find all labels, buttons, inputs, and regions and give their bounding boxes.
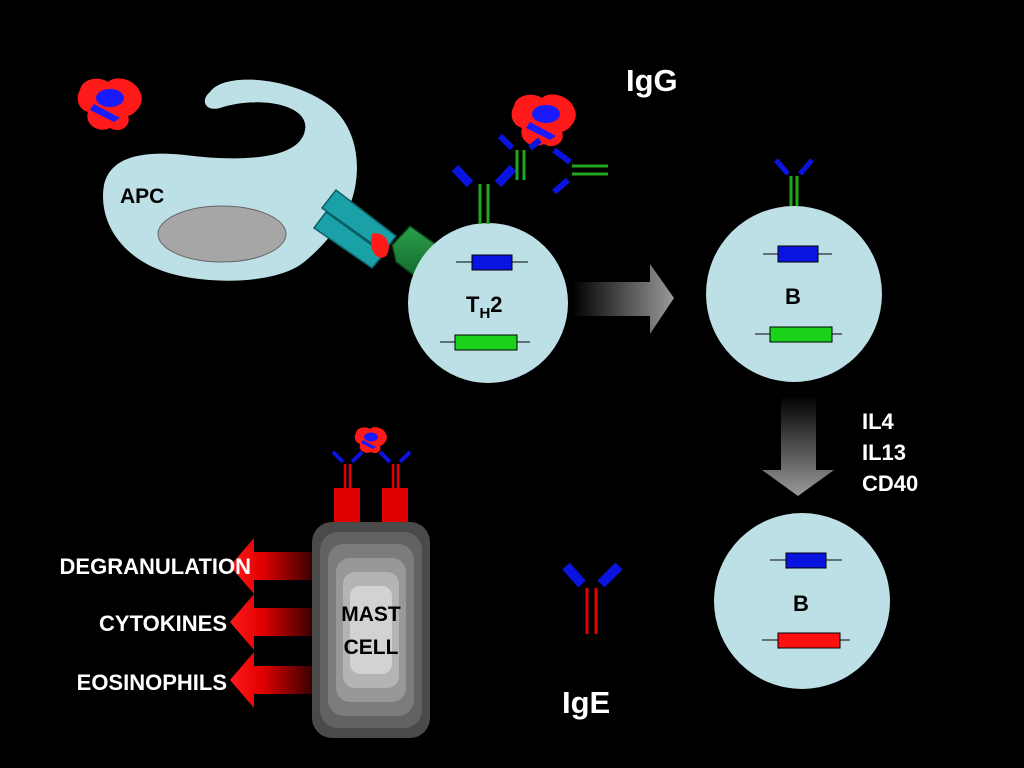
output-labels: DEGRANULATION CYTOKINES EOSINOPHILS	[60, 554, 251, 695]
output-degranulation: DEGRANULATION	[60, 554, 251, 579]
gene-blue	[785, 552, 827, 569]
ige-label: IgE	[562, 685, 610, 720]
gene-green	[454, 334, 518, 351]
mast-cell-line2: CELL	[344, 636, 399, 659]
b-cell-lower: B	[714, 513, 890, 689]
signal-il13: IL13	[862, 440, 906, 465]
th2-label: TH2	[466, 292, 503, 322]
arrow-eosinophils	[230, 652, 312, 708]
apc-nucleus	[157, 205, 287, 263]
gene-blue	[777, 245, 819, 263]
arrow-b-to-b	[762, 396, 834, 496]
b-upper-label: B	[785, 284, 801, 309]
gene-green	[769, 326, 833, 343]
mast-cell: MAST CELL	[312, 522, 430, 738]
b-cell-upper-body	[706, 206, 882, 382]
apc-cell: APC	[103, 79, 357, 281]
antigen-free	[77, 78, 142, 131]
antigen-igg-complex	[497, 94, 608, 195]
output-cytokines: CYTOKINES	[99, 611, 227, 636]
th2-cell-body	[408, 223, 568, 383]
arrow-degranulation	[230, 538, 312, 594]
arrow-cytokines	[230, 594, 312, 650]
th2-cell: TH2	[408, 223, 568, 383]
antigen-peptide	[371, 233, 389, 258]
b-cell-lower-body	[714, 513, 890, 689]
signal-cd40: CD40	[862, 471, 918, 496]
output-arrows	[230, 538, 312, 708]
gene-red	[777, 632, 841, 649]
apc-label: APC	[120, 185, 164, 208]
mast-cell-line1: MAST	[341, 603, 401, 626]
ige-antibody	[562, 562, 623, 634]
gene-blue	[471, 254, 513, 271]
antibody-on-b	[774, 158, 814, 206]
b-lower-label: B	[793, 591, 809, 616]
antibody-on-th2	[451, 164, 517, 224]
b-cell-upper: B	[706, 206, 882, 382]
signal-labels: IL4 IL13 CD40	[862, 409, 918, 496]
arrow-th2-to-b	[572, 264, 674, 334]
signal-il4: IL4	[862, 409, 895, 434]
output-eosinophils: EOSINOPHILS	[77, 670, 227, 695]
mast-cell-receptors	[331, 427, 412, 522]
igg-label: IgG	[626, 63, 678, 98]
